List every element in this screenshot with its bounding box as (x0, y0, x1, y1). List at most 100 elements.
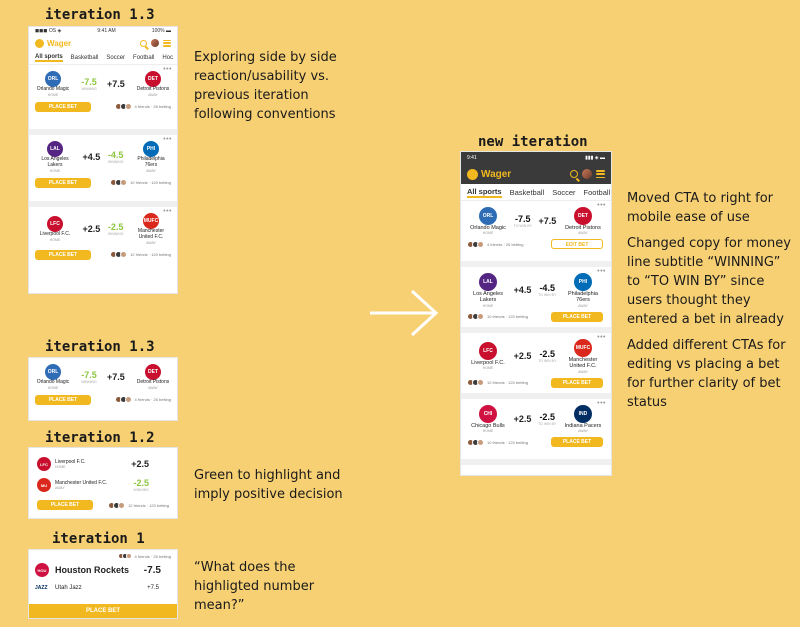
team-row: HOU Houston Rockets -7.5 (35, 559, 171, 581)
away-team-logo-icon: IND (573, 405, 592, 423)
place-bet-button[interactable]: PLACE BET (35, 177, 91, 188)
note-different-ctas: Added different CTAs for editing vs plac… (627, 338, 786, 410)
tab-basketball[interactable]: Basketball (70, 54, 99, 61)
orlando-magic-logo-icon: ORL (45, 71, 61, 87)
friends-betting: 10 friends · 120 betting (467, 438, 528, 446)
team2-odds: +7.5 (147, 585, 159, 591)
place-bet-button[interactable]: PLACE BET (35, 249, 91, 260)
more-icon[interactable]: ••• (163, 136, 172, 143)
home-odds: +2.5 (513, 351, 532, 362)
tab-basketball[interactable]: Basketball (509, 187, 545, 197)
away-team-logo-icon: PHI (573, 273, 592, 291)
avatar[interactable] (582, 169, 592, 179)
menu-icon[interactable] (596, 170, 605, 178)
utah-jazz-logo-icon: JAZZ (35, 585, 48, 591)
signal-battery-icon: ▮▮▮ ◈ ▬ (585, 155, 605, 161)
app-logo: Wager (467, 168, 511, 180)
team-away: PHI Philadelphia 76ers AWAY (131, 141, 171, 173)
phone-iteration-1-3: ◼◼◼ OS ◈ 9:41 AM 100% ▬ Wager All sports… (28, 26, 178, 294)
note-copy-change: Changed copy for money line subtitle “WI… (627, 236, 791, 327)
team-away: DET Detroit Pistons AWAY (135, 71, 171, 97)
tab-football[interactable]: Football (133, 54, 155, 61)
away-odds: +7.5 (538, 216, 557, 227)
friends-betting: 10 friends · 120 betting (110, 179, 171, 186)
detroit-pistons-logo-icon: DET (145, 364, 161, 380)
tab-all-sports[interactable]: All sports (467, 186, 502, 198)
friends-betting: 4 friends · 26 betting (467, 240, 523, 248)
menu-icon[interactable] (163, 39, 171, 47)
tab-hockey[interactable]: Hoc (162, 54, 174, 61)
team-away: MUFC Manchester United F.C. AWAY (131, 213, 171, 245)
note-question: “What does the highligted number mean?” (194, 560, 315, 613)
tab-football[interactable]: Football (583, 187, 611, 197)
liverpool-logo-icon: LFC (37, 457, 51, 471)
more-icon[interactable]: ••• (597, 334, 606, 341)
more-icon[interactable]: ••• (597, 268, 606, 275)
status-bar: ◼◼◼ OS ◈ 9:41 AM 100% ▬ (29, 27, 177, 35)
tab-all-sports[interactable]: All sports (35, 53, 63, 62)
team1-odds: -7.5 (143, 564, 161, 576)
avatar[interactable] (151, 39, 159, 47)
place-bet-button[interactable]: PLACE BET (551, 377, 603, 388)
team-home: ORL Orlando Magic HOME (35, 71, 71, 97)
search-icon[interactable] (570, 170, 578, 178)
place-bet-button[interactable]: PLACE BET (35, 101, 91, 112)
heading-iteration-1: iteration 1 (52, 531, 145, 547)
houston-rockets-logo-icon: HOU (35, 563, 49, 577)
friends-betting: 4 friends · 26 betting (35, 553, 171, 559)
lakers-logo-icon: LAL (47, 141, 63, 157)
place-bet-button[interactable]: PLACE BET (37, 500, 93, 510)
liverpool-logo-icon: LFC (47, 215, 63, 232)
place-bet-button[interactable]: PLACE BET (29, 604, 177, 618)
tab-soccer[interactable]: Soccer (552, 187, 576, 197)
team-row: LFC Liverpool F.C.HOME +2.5 (37, 454, 169, 474)
tab-soccer[interactable]: Soccer (106, 54, 126, 61)
heading-iteration-1-2: iteration 1.2 (45, 430, 155, 446)
sport-tabs: All sports Basketball Soccer Football Ho… (29, 51, 177, 65)
wager-logo-icon (35, 38, 44, 48)
place-bet-button[interactable]: PLACE BET (551, 437, 603, 448)
orlando-magic-logo-icon: ORL (45, 364, 61, 380)
more-icon[interactable]: ••• (163, 66, 172, 73)
search-icon[interactable] (140, 39, 147, 47)
more-icon[interactable]: ••• (597, 202, 606, 209)
more-icon[interactable]: ••• (163, 208, 172, 215)
note-green: Green to highlight and imply positive de… (194, 468, 343, 502)
home-odds: +4.5 (82, 151, 101, 162)
heading-iteration-1-3-bottom: iteration 1.3 (45, 339, 155, 355)
phone-new-iteration: 9:41 ▮▮▮ ◈ ▬ Wager All sports Basketball… (460, 151, 612, 476)
manchester-united-logo-icon: MU (37, 478, 51, 492)
away-team-logo-icon: MUFC (573, 339, 592, 357)
card-iteration-1-2: LFC Liverpool F.C.HOME +2.5 MU Mancheste… (28, 447, 178, 519)
place-bet-button[interactable]: PLACE BET (35, 394, 91, 405)
edit-bet-button[interactable]: EDIT BET (551, 239, 603, 250)
friends-betting: 4 friends · 26 betting (114, 103, 171, 111)
heading-iteration-1-3-top: iteration 1.3 (45, 7, 155, 23)
team-home: ORL Orlando Magic HOME (35, 364, 71, 390)
friends-betting: 12 friends · 120 betting (467, 379, 528, 387)
home-team-logo-icon: LFC (479, 342, 497, 361)
manchester-united-logo-icon: MUFC (142, 213, 159, 229)
more-icon[interactable]: ••• (597, 400, 606, 407)
place-bet-button[interactable]: PLACE BET (551, 311, 603, 322)
home-odds: +4.5 (513, 285, 532, 296)
home-odds: +2.5 (513, 414, 532, 425)
heading-new-iteration: new iteration (478, 134, 588, 150)
